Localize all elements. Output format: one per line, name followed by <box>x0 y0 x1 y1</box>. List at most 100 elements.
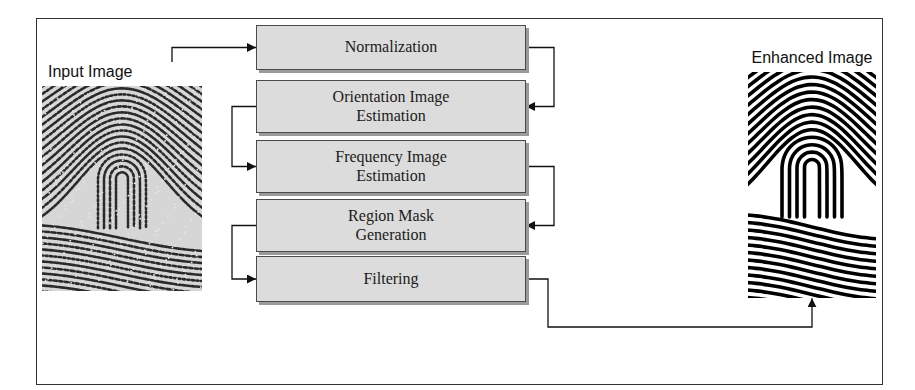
noise-speck <box>51 229 53 231</box>
noise-speck <box>194 132 196 134</box>
noise-speck <box>148 281 150 283</box>
ridge-line <box>98 155 146 229</box>
noise-speck <box>72 200 74 202</box>
ridge-line <box>42 86 202 101</box>
ridge-line <box>748 77 876 123</box>
noise-speck <box>64 89 66 91</box>
noise-speck <box>122 159 124 161</box>
noise-speck <box>165 92 167 94</box>
noise-speck <box>65 208 67 210</box>
ridge-line <box>116 173 128 229</box>
box-label: Region Mask Generation <box>311 207 471 244</box>
noise-speck <box>79 188 81 190</box>
ridge-line <box>42 285 202 291</box>
noise-speck <box>128 195 130 197</box>
noise-speck <box>174 165 176 167</box>
noise-speck <box>83 181 85 183</box>
noise-speck <box>137 95 139 97</box>
noise-speck <box>196 255 198 257</box>
noise-speck <box>154 278 156 280</box>
noise-speck <box>139 176 141 178</box>
box-label: Orientation Image Estimation <box>311 88 471 125</box>
noise-speck <box>47 278 49 280</box>
ridge-line <box>42 95 202 149</box>
noise-speck <box>140 132 142 134</box>
noise-speck <box>169 172 171 174</box>
fingerprint-image: Enhanced Image <box>748 48 876 298</box>
noise-speck <box>80 102 82 104</box>
noise-speck <box>115 91 117 93</box>
noise-speck <box>132 226 134 228</box>
noise-speck <box>174 207 176 209</box>
noise-speck <box>90 169 92 171</box>
noise-speck <box>106 185 108 187</box>
noise-speck <box>63 86 65 87</box>
noise-speck <box>149 243 151 245</box>
noise-speck <box>42 204 44 206</box>
noise-speck <box>98 279 100 281</box>
noise-speck <box>154 111 156 113</box>
ridge-line <box>748 72 876 104</box>
ridge-line <box>797 152 827 217</box>
flow-arrow <box>172 48 256 63</box>
noise-speck <box>50 148 52 150</box>
noise-speck <box>195 213 197 215</box>
ridge-line <box>782 137 842 217</box>
noise-speck <box>116 252 118 254</box>
noise-speck <box>134 183 136 185</box>
ridge-line <box>805 160 820 217</box>
noise-speck <box>51 267 53 269</box>
noise-speck <box>147 120 149 122</box>
noise-speck <box>49 106 51 108</box>
ridge-line <box>110 167 134 229</box>
noise-speck <box>129 151 131 153</box>
noise-speck <box>177 115 179 117</box>
noise-speck <box>80 269 82 271</box>
noise-speck <box>103 273 105 275</box>
noise-speck <box>156 273 158 275</box>
flow-arrow <box>526 48 554 107</box>
noise-speck <box>70 282 72 284</box>
noise-speck <box>188 263 190 265</box>
noise-speck <box>81 106 83 108</box>
noise-speck <box>153 274 155 276</box>
noise-speck <box>82 225 84 227</box>
noise-speck <box>43 157 45 159</box>
noise-speck <box>86 256 88 258</box>
ridge-line <box>42 131 202 198</box>
ridge-line <box>42 255 202 282</box>
noise-speck <box>101 112 103 114</box>
noise-speck <box>93 248 95 250</box>
noise-speck <box>125 158 127 160</box>
noise-speck <box>60 215 62 217</box>
noise-speck <box>111 217 113 219</box>
noise-speck <box>71 244 73 246</box>
noise-speck <box>186 102 188 104</box>
ridge-line <box>748 85 876 133</box>
noise-speck <box>76 189 78 191</box>
noise-speck <box>98 241 100 243</box>
noise-speck <box>190 219 192 221</box>
noise-speck <box>130 103 132 105</box>
noise-speck <box>167 254 169 256</box>
noise-speck <box>91 288 93 290</box>
process-box: Normalization <box>256 25 526 70</box>
noise-speck <box>148 162 150 164</box>
noise-speck <box>110 98 112 100</box>
ridge-line <box>42 237 202 264</box>
noise-speck <box>94 162 96 164</box>
ridge-line <box>42 261 202 288</box>
noise-speck <box>99 194 101 196</box>
noise-speck <box>55 180 57 182</box>
noise-speck <box>101 150 103 152</box>
process-box: Orientation Image Estimation <box>256 80 526 133</box>
noise-speck <box>72 110 74 112</box>
noise-speck <box>183 151 185 153</box>
noise-speck <box>108 141 110 143</box>
noise-speck <box>128 237 130 239</box>
noise-speck <box>119 289 121 291</box>
noise-speck <box>178 196 180 198</box>
noise-speck <box>58 259 60 261</box>
noise-speck <box>113 135 115 137</box>
noise-speck <box>193 90 195 92</box>
